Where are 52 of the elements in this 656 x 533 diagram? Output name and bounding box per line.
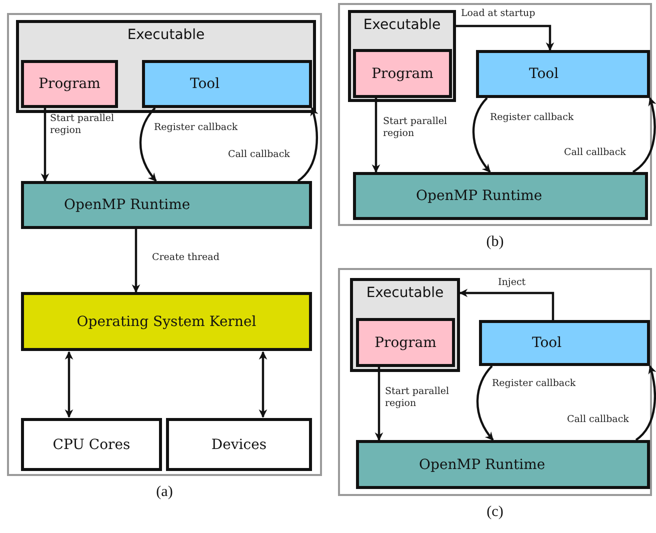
box-label: Devices [211,436,267,452]
component-box [356,318,455,367]
arrow [456,24,554,51]
component-box [21,181,312,229]
edge-label: Register callback [491,378,577,390]
container-box [16,20,316,113]
component-box [353,49,452,98]
box-label: Program [38,76,100,92]
arrow [64,351,74,418]
box-label: OpenMP Runtime [416,188,542,204]
box-label: Program [374,334,436,350]
component-box [476,50,650,98]
component-box [21,292,312,351]
arrow [132,229,140,293]
arrow [635,365,656,441]
box-label: Executable [363,17,441,33]
component-box [21,418,162,471]
box-label: Tool [190,76,220,92]
component-box [479,320,650,366]
container-box [350,278,460,372]
edge-label: Register callback [489,112,575,124]
edge-label: Inject [497,277,527,290]
arrow [258,351,268,418]
box-label: Operating System Kernel [76,314,256,330]
box-label: Program [372,66,434,82]
box-label: OpenMP Runtime [419,456,546,472]
panel-caption: (c) [486,504,504,521]
arrow [297,107,318,182]
component-box [166,418,312,471]
arrow [459,288,554,320]
arrow [372,98,380,173]
arrow [374,367,384,441]
component-box [142,60,312,108]
component-box [356,440,650,489]
box-label: Tool [529,66,559,82]
edge-label: Register callback [153,122,239,134]
panel-caption: (a) [155,484,174,501]
container-box [348,10,456,102]
panel-caption: (b) [485,234,505,251]
arrow [472,97,491,173]
box-label: OpenMP Runtime [64,197,190,213]
arrow [632,97,656,173]
box-label: CPU Cores [52,436,130,452]
arrow [40,108,50,182]
arrow [139,107,157,182]
component-box [21,60,118,108]
edge-label: Load at startup [460,8,536,20]
box-label: Tool [532,335,562,351]
arrow [476,365,494,441]
box-label: Executable [127,27,205,43]
box-label: Executable [366,285,444,301]
component-box [353,172,648,220]
